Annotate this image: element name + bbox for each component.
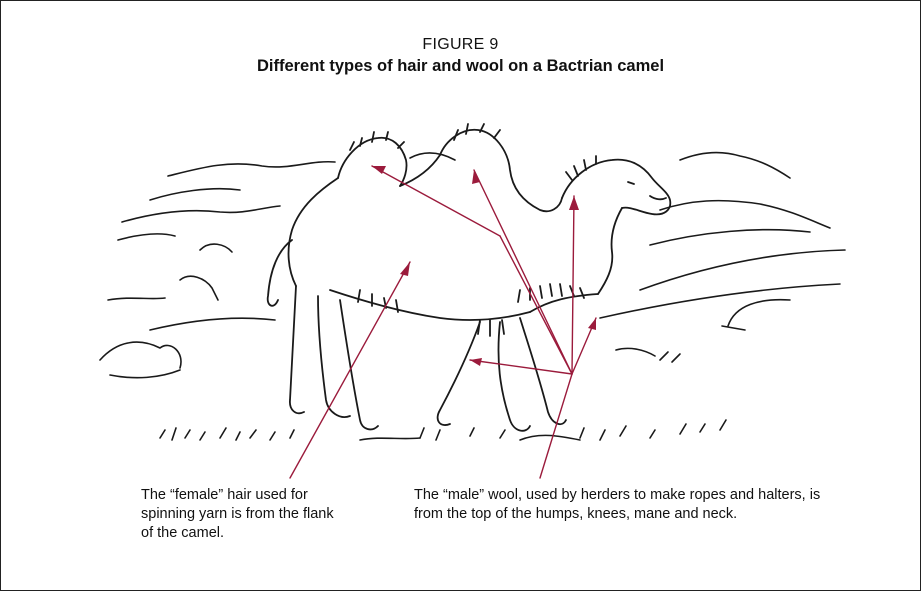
camel-body [266,123,672,432]
leader-lines [289,165,597,479]
figure-label: FIGURE 9 [422,36,499,53]
leader-line-male-wool [539,373,573,479]
male-wool-caption: The “male” wool, used by herders to make… [414,487,821,522]
leader-line-female-hair [289,261,411,479]
arrowheads [372,166,596,366]
female-hair-caption: The “female” hair used for spinning yarn… [141,487,334,541]
landscape-background [99,151,846,441]
figure-title: Different types of hair and wool on a Ba… [256,57,665,75]
